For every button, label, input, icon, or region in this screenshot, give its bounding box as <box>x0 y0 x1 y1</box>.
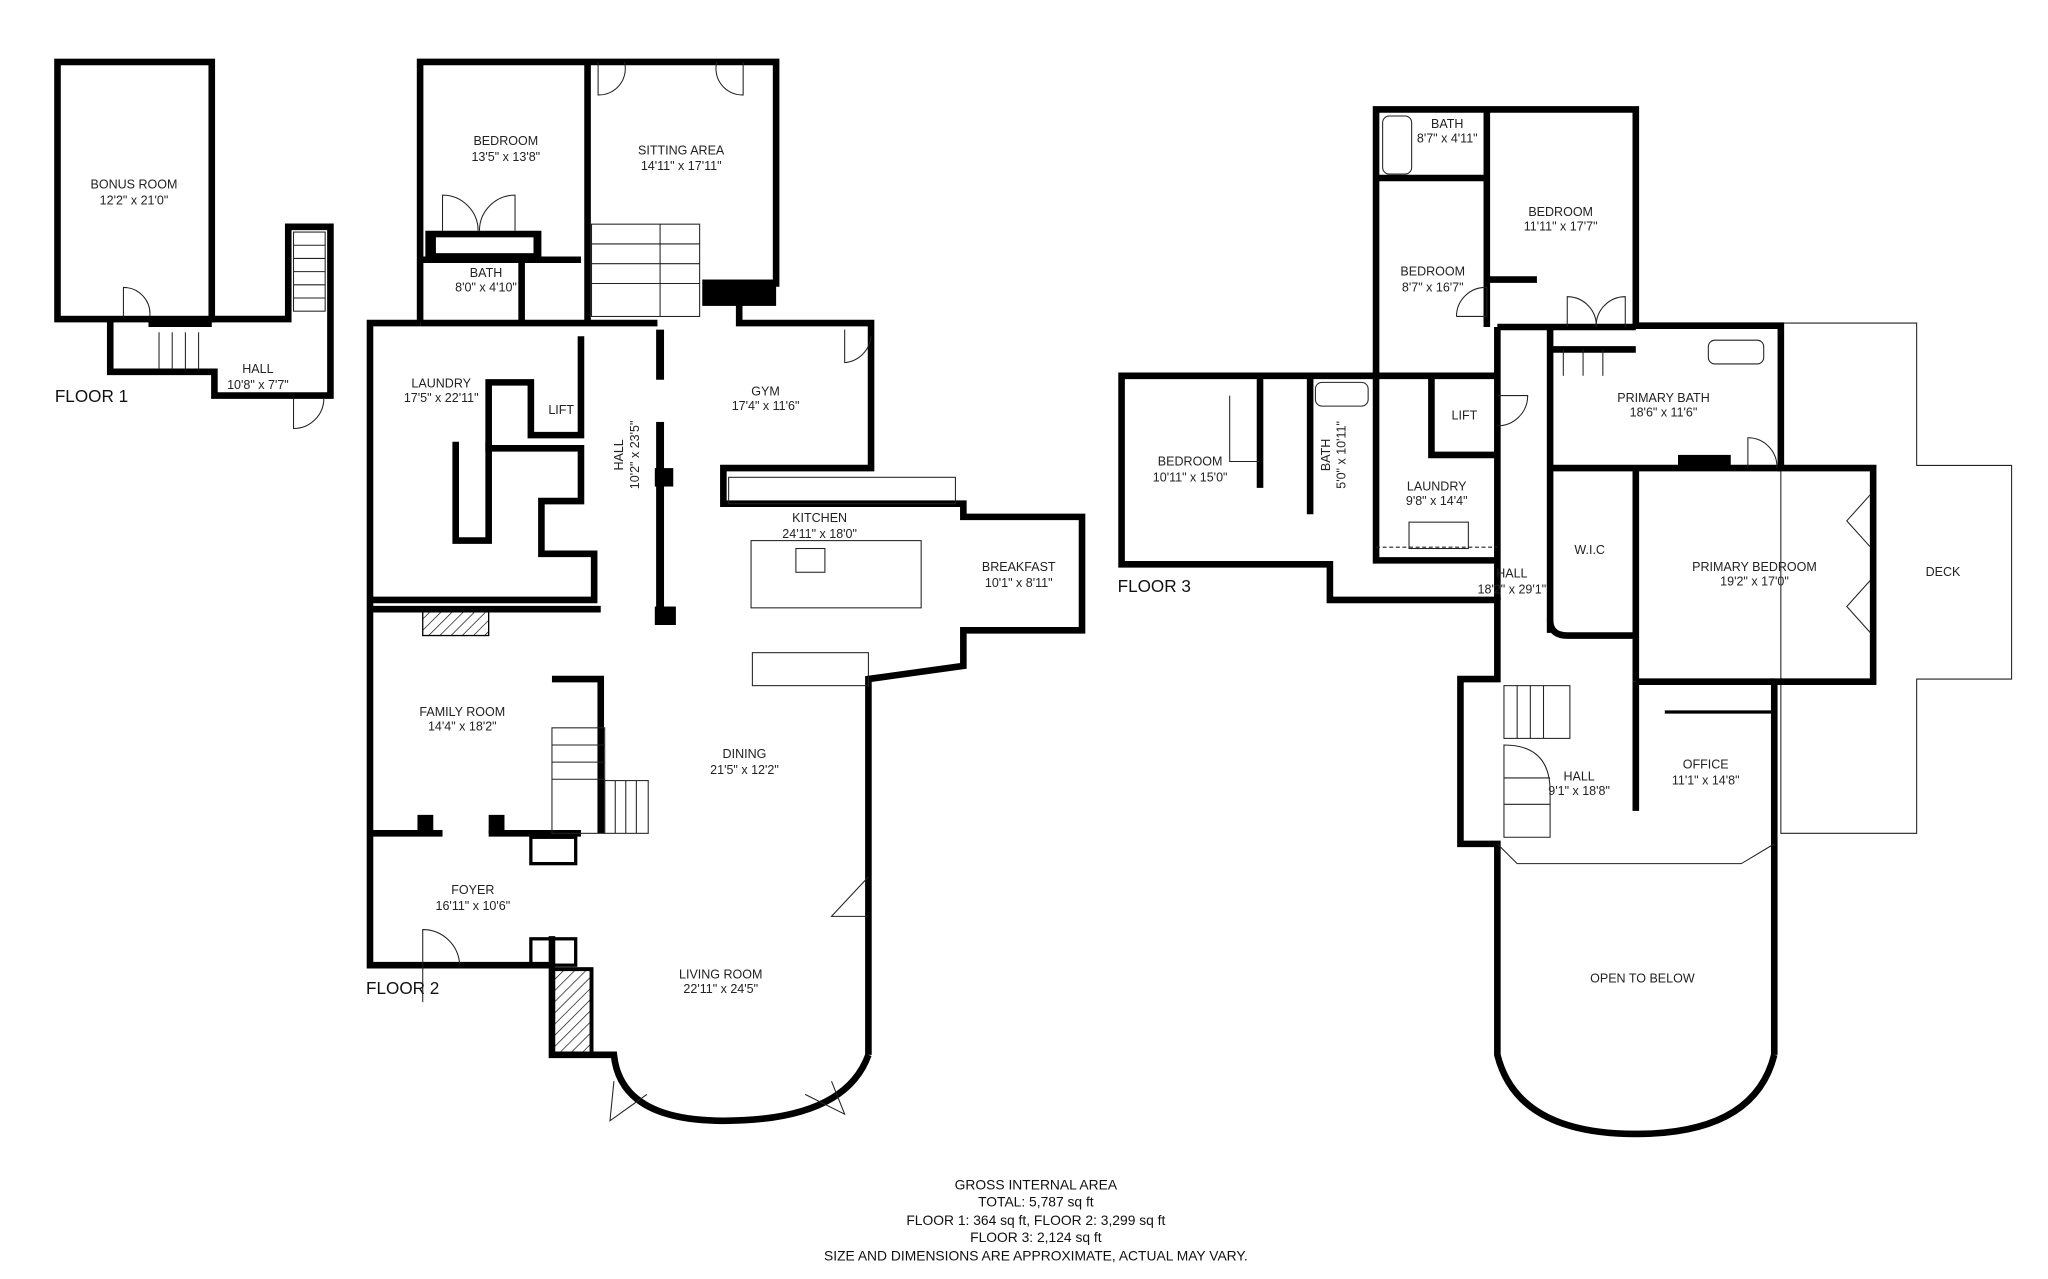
room-name: DINING <box>723 747 767 761</box>
room-name: SITTING AREA <box>638 143 725 157</box>
room-name: BEDROOM <box>1400 265 1465 279</box>
wall-block <box>148 316 212 328</box>
room-name: HALL <box>242 362 273 376</box>
room-name: BEDROOM <box>1158 454 1223 468</box>
room-dims: 14'11" x 17'11" <box>641 159 722 173</box>
room-name: HALL <box>612 439 626 470</box>
room-name: W.I.C <box>1574 543 1605 557</box>
room-dims: 18'2" x 29'1" <box>1478 582 1547 596</box>
room-name: LIVING ROOM <box>679 967 762 981</box>
room-dims: 11'11" x 17'7" <box>1524 220 1598 234</box>
exterior-walls <box>1118 372 1778 1138</box>
room-dims: 10'1" x 8'11" <box>985 576 1053 590</box>
fireplace <box>549 967 594 1057</box>
room-name: LAUNDRY <box>1407 480 1467 494</box>
room-dims: 24'11" x 18'0" <box>782 527 857 541</box>
room-dims: 5'0" x 10'11" <box>1335 421 1349 489</box>
cooktop <box>795 547 826 573</box>
stairs <box>158 231 326 370</box>
room-name: OPEN TO BELOW <box>1590 971 1695 985</box>
room-dims: 14'4" x 18'2" <box>428 719 497 733</box>
room-name: DECK <box>1926 565 1961 579</box>
room-dims: 10'11" x 15'0" <box>1153 470 1228 484</box>
area-floors-1-2: FLOOR 1: 364 sq ft, FLOOR 2: 3,299 sq ft <box>906 1212 1165 1228</box>
bathtub <box>1707 339 1765 365</box>
floor-1-plan: BONUS ROOM 12'2" x 21'0" HALL 10'8" x 7'… <box>54 58 334 430</box>
room-name: FAMILY ROOM <box>419 705 505 719</box>
counter <box>751 652 869 687</box>
door <box>292 398 325 430</box>
room-dims: 22'11" x 24'5" <box>683 982 758 996</box>
disclaimer: SIZE AND DIMENSIONS ARE APPROXIMATE, ACT… <box>824 1248 1248 1264</box>
area-total: TOTAL: 5,787 sq ft <box>978 1193 1094 1209</box>
room-dims: 17'5" x 22'11" <box>404 391 479 405</box>
room-dims: 9'8" x 14'4" <box>1406 494 1468 508</box>
room-dims: 19'2" x 17'0" <box>1720 574 1789 588</box>
room-dims: 11'1" x 14'8" <box>1672 774 1740 788</box>
room-dims: 9'1" x 18'8" <box>1548 784 1610 798</box>
room-dims: 16'11" x 10'6" <box>436 899 511 913</box>
bonus-room-walls <box>54 58 216 323</box>
room-name: FOYER <box>451 883 494 897</box>
room-name: LIFT <box>1452 408 1478 422</box>
stairs <box>551 223 701 834</box>
room-name: OFFICE <box>1683 758 1729 772</box>
bathtub <box>1314 381 1369 407</box>
bay-wall <box>548 936 872 1125</box>
room-dims: 21'5" x 12'2" <box>710 763 779 777</box>
exterior-walls <box>416 58 1086 1055</box>
room-name: HALL <box>1496 567 1527 581</box>
fireplace <box>422 608 490 637</box>
exterior-walls <box>366 319 552 969</box>
floor-label: FLOOR 1 <box>55 386 128 406</box>
bathtub <box>1382 115 1413 175</box>
floor-label: FLOOR 2 <box>366 978 439 998</box>
door <box>122 286 151 317</box>
washer-dryer <box>1408 521 1469 550</box>
room-name: BATH <box>470 266 502 280</box>
area-floor-3: FLOOR 3: 2,124 sq ft <box>970 1229 1102 1245</box>
room-dims: 10'8" x 7'7" <box>227 378 289 392</box>
room-name: GYM <box>751 385 780 399</box>
floor-label: FLOOR 3 <box>1118 576 1191 596</box>
room-dims: 18'6" x 11'6" <box>1630 406 1698 420</box>
room-name: BEDROOM <box>1528 205 1593 219</box>
stairs <box>1314 115 1765 838</box>
railing <box>1496 843 1775 865</box>
area-title: GROSS INTERNAL AREA <box>955 1176 1118 1192</box>
room-name: PRIMARY BATH <box>1617 391 1710 405</box>
room-name: BATH <box>1319 439 1333 471</box>
room-dims: 8'7" x 4'11" <box>1417 131 1478 145</box>
room-name: HALL <box>1563 770 1594 784</box>
room-name: BEDROOM <box>473 134 538 148</box>
room-dims: 12'2" x 21'0" <box>100 193 169 207</box>
doors <box>1229 286 1871 634</box>
floor-3-plan: BATH 8'7" x 4'11" BEDROOM 11'11" x 17'7"… <box>1118 106 2013 1138</box>
room-name: BREAKFAST <box>982 560 1056 574</box>
room-name: LAUNDRY <box>411 377 471 391</box>
room-dims: 17'4" x 11'6" <box>732 399 800 413</box>
kitchen-island <box>750 540 922 609</box>
deck-outline <box>1780 322 2013 834</box>
room-name: BONUS ROOM <box>91 178 178 192</box>
room-dims: 13'5" x 13'8" <box>471 150 540 164</box>
doors <box>422 61 872 1122</box>
room-name: PRIMARY BEDROOM <box>1692 560 1817 574</box>
room-name: KITCHEN <box>792 511 847 525</box>
room-dims: 10'2" x 23'5" <box>628 421 642 490</box>
room-dims: 8'7" x 16'7" <box>1402 280 1464 294</box>
hall-walls <box>106 223 334 399</box>
counter <box>728 476 956 505</box>
room-dims: 8'0" x 4'10" <box>455 280 517 294</box>
floor-2-plan: BEDROOM 13'5" x 13'8" SITTING AREA 14'11… <box>366 58 1086 1125</box>
area-summary: GROSS INTERNAL AREA TOTAL: 5,787 sq ft F… <box>824 1176 1248 1263</box>
room-name: LIFT <box>548 403 574 417</box>
room-name: BATH <box>1431 117 1463 131</box>
